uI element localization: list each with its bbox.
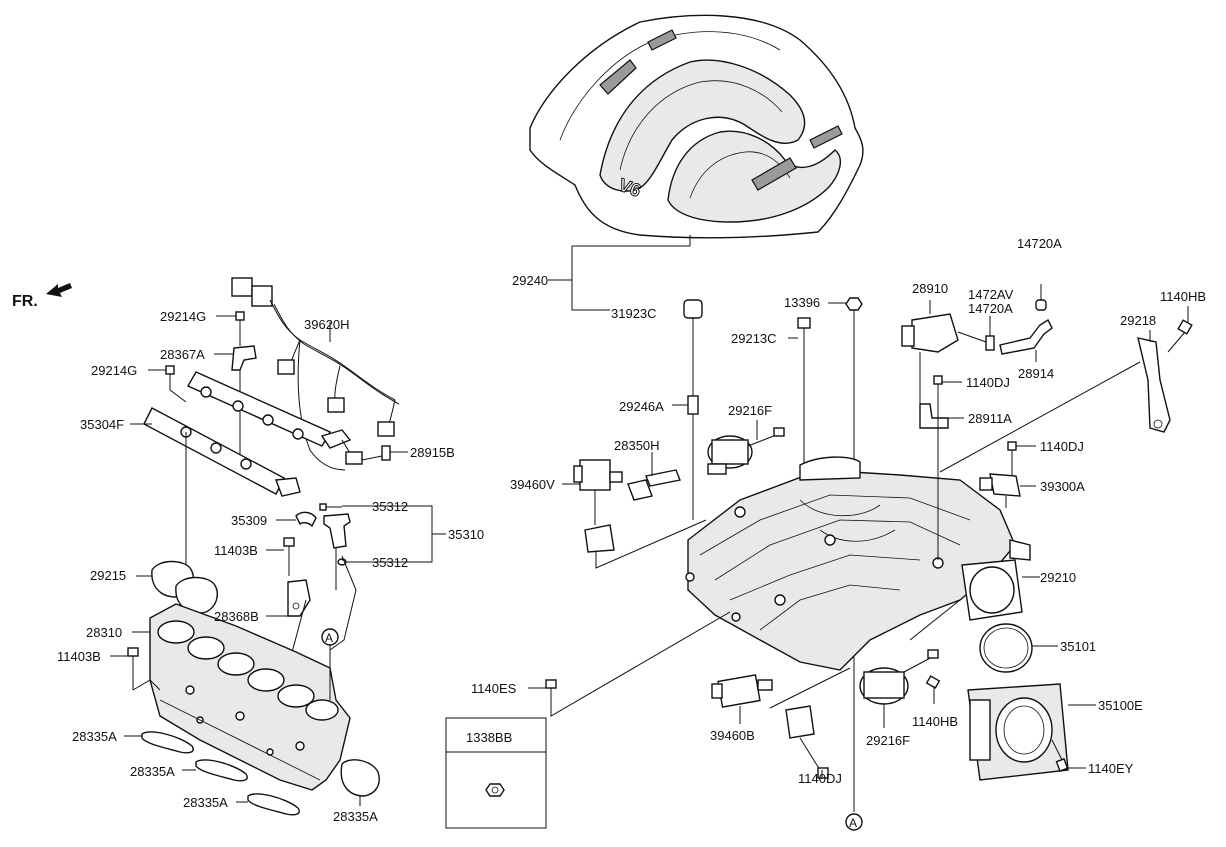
inset-label: 1338BB	[466, 730, 512, 745]
part-28310	[132, 603, 351, 791]
label-13396: 13396	[784, 295, 820, 310]
ref-marker-a-bottom: A	[845, 813, 863, 831]
part-1140EY	[1051, 739, 1086, 772]
svg-text:A: A	[849, 816, 857, 830]
part-35304F	[130, 407, 301, 690]
label-28367A: 28367A	[160, 347, 205, 362]
part-29210	[961, 559, 1040, 621]
part-28911A	[919, 403, 964, 429]
svg-text:A: A	[325, 631, 333, 645]
label-1140DJ-c: 1140DJ	[798, 771, 842, 786]
part-39300A	[979, 441, 1036, 508]
part-28910	[901, 300, 987, 420]
part-28335A-d	[340, 759, 380, 806]
part-11403B-a	[266, 537, 295, 576]
label-28335A-d: 28335A	[333, 809, 378, 824]
label-28335A-c: 28335A	[183, 795, 228, 810]
label-39620H: 39620H	[304, 317, 350, 332]
label-11403B-a: 11403B	[214, 543, 258, 558]
part-29216F-bottom	[859, 599, 961, 728]
label-14720A-top: 14720A	[1017, 236, 1062, 251]
label-35100E: 35100E	[1098, 698, 1143, 713]
part-28915B	[361, 445, 408, 461]
part-28350H	[627, 452, 681, 501]
label-29216F-top: 29216F	[728, 403, 772, 418]
front-arrow-icon	[46, 283, 72, 297]
label-29214G-b: 29214G	[91, 363, 137, 378]
label-29213C: 29213C	[731, 331, 777, 346]
label-28910: 28910	[912, 281, 948, 296]
label-28350H: 28350H	[614, 438, 660, 453]
part-31923C	[683, 299, 703, 410]
label-29216F-bottom: 29216F	[866, 733, 910, 748]
part-35309	[276, 511, 317, 528]
label-31923C: 31923C	[611, 306, 657, 321]
label-29210: 29210	[1040, 570, 1076, 585]
part-39620H	[231, 277, 400, 471]
fr-label: FR.	[12, 293, 38, 310]
upper-intake-manifold	[685, 456, 1031, 671]
part-1140HB-top	[1167, 306, 1193, 353]
part-1140HB-bottom	[925, 675, 941, 704]
label-29215: 29215	[90, 568, 126, 583]
part-39460V	[562, 459, 707, 569]
part-35310	[319, 503, 446, 651]
label-35304F: 35304F	[80, 417, 124, 432]
part-29214G-b	[148, 365, 187, 403]
part-28335A-b	[182, 759, 248, 782]
part-39460B	[711, 667, 851, 779]
part-11403B-b	[110, 647, 151, 691]
label-39300A: 39300A	[1040, 479, 1085, 494]
label-1140HB-bottom: 1140HB	[912, 714, 958, 729]
part-29218	[939, 330, 1171, 473]
label-28310: 28310	[86, 625, 122, 640]
part-35100E	[967, 683, 1096, 781]
label-28335A-a: 28335A	[72, 729, 117, 744]
label-14720A-mid: 14720A	[968, 301, 1013, 316]
part-28335A-c	[236, 793, 300, 816]
fuel-rail-upper	[187, 371, 363, 465]
part-1140DJ-a	[933, 375, 962, 560]
label-29214G-a: 29214G	[160, 309, 206, 324]
label-1140DJ-b: 1140DJ	[1040, 439, 1084, 454]
part-29214G-a	[216, 311, 245, 346]
part-14720A	[985, 284, 1053, 362]
part-29246A	[687, 395, 699, 520]
part-28367A	[214, 345, 257, 470]
label-28335A-b: 28335A	[130, 764, 175, 779]
label-28914: 28914	[1018, 366, 1054, 381]
label-1140DJ-a: 1140DJ	[966, 375, 1010, 390]
label-28915B: 28915B	[410, 445, 455, 460]
label-29218: 29218	[1120, 313, 1156, 328]
front-direction-indicator: FR.	[12, 283, 72, 310]
label-1472AV: 1472AV	[968, 287, 1014, 302]
ref-marker-a-left: A	[321, 628, 339, 700]
label-1140HB-top: 1140HB	[1160, 289, 1206, 304]
label-29246A: 29246A	[619, 399, 664, 414]
label-11403B-b: 11403B	[57, 649, 101, 664]
label-35310: 35310	[448, 527, 484, 542]
part-35101	[979, 623, 1058, 673]
label-39460V: 39460V	[510, 477, 555, 492]
inset-1338BB: 1338BB	[445, 717, 547, 829]
part-29216F-top	[707, 420, 785, 475]
label-28911A: 28911A	[968, 411, 1012, 426]
label-35312-a: 35312	[372, 499, 408, 514]
engine-cover: V6	[529, 14, 864, 239]
part-28335A-a	[124, 731, 194, 754]
label-29240: 29240	[512, 273, 548, 288]
label-35101: 35101	[1060, 639, 1096, 654]
label-35312-b: 35312	[372, 555, 408, 570]
label-1140ES: 1140ES	[471, 681, 517, 696]
label-35309: 35309	[231, 513, 267, 528]
label-28368B: 28368B	[214, 609, 259, 624]
label-39460B: 39460B	[710, 728, 755, 743]
part-1140ES	[528, 611, 731, 717]
label-1140EY: 1140EY	[1088, 761, 1134, 776]
